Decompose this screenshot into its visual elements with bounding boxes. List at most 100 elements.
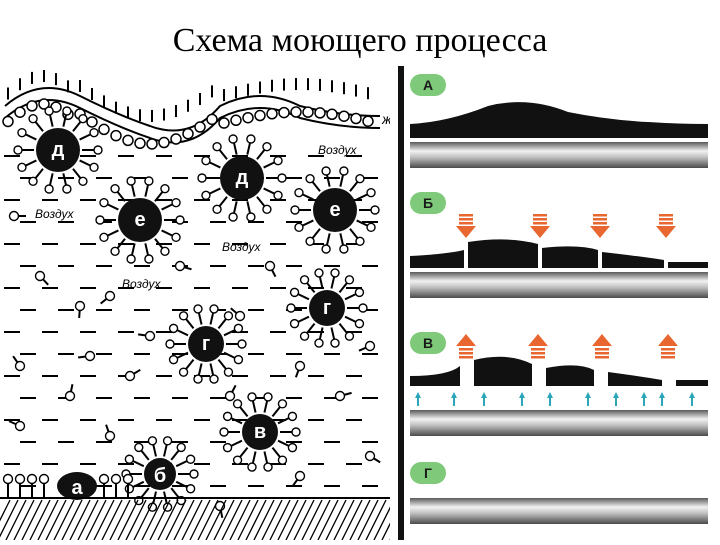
hatch-line: [61, 499, 83, 541]
hatch-line: [197, 499, 219, 541]
micelle-tail: [223, 329, 236, 337]
slide-title: Схема моющего процесса: [172, 22, 548, 59]
arrow-stripe: [459, 352, 473, 355]
micelle-tail: [62, 173, 67, 186]
micelle-head: [28, 176, 38, 186]
micelle-tail: [302, 193, 314, 201]
micelle-head: [178, 311, 189, 321]
hatch-line: [85, 499, 107, 541]
arrow-head: [528, 334, 548, 346]
hatch-line: [117, 499, 139, 541]
surfactant-head: [2, 473, 14, 485]
micelle-head: [44, 184, 54, 194]
micelle-head: [176, 442, 186, 453]
stage-d: Г: [410, 462, 708, 524]
surfactant-head: [14, 420, 26, 432]
micelle-head: [78, 176, 88, 186]
micelle-tail: [263, 161, 275, 169]
micelle-head: [17, 127, 27, 138]
micelle-head: [219, 427, 229, 437]
surfactant-head: [26, 473, 38, 485]
micelle-core: [144, 458, 176, 490]
micelle-head: [299, 275, 310, 285]
micelle-head: [247, 462, 257, 472]
micelle-head: [212, 142, 222, 152]
micelle-head: [273, 190, 283, 201]
micelle-tail: [25, 159, 37, 167]
hatch-line: [21, 499, 43, 541]
arrow-stripe: [459, 222, 473, 225]
stage-d-letter: Г: [424, 465, 432, 481]
arrow-stripe: [533, 218, 547, 221]
micelle-head: [232, 399, 243, 409]
micelle-head: [124, 484, 135, 494]
arrow-stripe: [659, 218, 673, 221]
micelle-head: [287, 442, 298, 453]
micelle-head: [228, 134, 238, 144]
surfactant-head: [302, 106, 314, 118]
surfactant-head: [64, 390, 76, 402]
micelle-tail: [170, 449, 180, 461]
micelle-tail: [349, 228, 359, 239]
surfactant-head: [98, 473, 110, 485]
hatch-line: [141, 499, 163, 541]
hatch-line: [269, 499, 291, 541]
micelle-head: [232, 455, 243, 465]
stage-a-dirt: [410, 102, 708, 138]
micelle-tail: [263, 451, 269, 464]
micelle-tail: [144, 184, 149, 197]
hatch-line: [109, 499, 131, 541]
water-arrow-head: [585, 392, 591, 398]
micelle-tail: [263, 400, 269, 413]
surfactant-head: [2, 115, 14, 128]
stage-b: Б: [410, 192, 708, 298]
micelle-head: [366, 222, 376, 233]
surfactant-head: [8, 210, 20, 222]
particle-label-g1: г: [202, 333, 210, 355]
micelle-head: [189, 469, 199, 479]
micelle-tail: [217, 318, 227, 329]
arrow-head: [656, 226, 676, 238]
surfactant-head: [98, 123, 110, 136]
particle-label-b: б: [154, 465, 166, 487]
arrow-stripe: [459, 218, 473, 221]
hatch-line: [229, 499, 251, 541]
micelle-head: [330, 268, 340, 278]
hatch-line: [285, 499, 307, 541]
micelle-tail: [209, 312, 215, 325]
foam-surface-lower: [4, 99, 381, 144]
substrate-hatching: [0, 499, 419, 541]
micelle-tail: [144, 243, 149, 256]
arrow-stripe: [595, 356, 609, 359]
micelle-head: [314, 268, 324, 278]
micelle-tail: [131, 243, 136, 256]
surfactant-head: [14, 360, 26, 372]
dirt-particle: [57, 472, 97, 500]
micelle-tail: [318, 327, 324, 340]
surfactant-head: [334, 390, 346, 402]
air-label-1: Воздух: [318, 143, 357, 157]
hatch-line: [77, 499, 99, 541]
micelle-head: [134, 442, 144, 453]
micelle-head: [330, 338, 340, 348]
arrow-stripe: [593, 218, 607, 221]
micelle-head: [222, 411, 233, 422]
micelle-tail: [152, 444, 157, 457]
hatch-line: [173, 499, 195, 541]
phase-letter-label: ж: [381, 111, 390, 127]
micelle-tail: [107, 203, 119, 211]
micelle-head: [291, 427, 301, 437]
micelle-tail: [161, 203, 173, 211]
micelle-head: [89, 162, 99, 173]
micelle-tail: [218, 196, 228, 207]
micelle-head: [294, 222, 304, 233]
micelle-tail: [256, 149, 266, 160]
micelle-tail: [217, 359, 227, 370]
water-arrow-head: [519, 392, 525, 398]
hatch-line: [181, 499, 203, 541]
micelle-head: [160, 184, 170, 194]
stage-a-substrate: [410, 142, 708, 168]
arrow-stripe: [531, 356, 545, 359]
micelle-tail: [344, 293, 357, 301]
cleaning-stages-svg: А Б В Г: [398, 66, 708, 540]
